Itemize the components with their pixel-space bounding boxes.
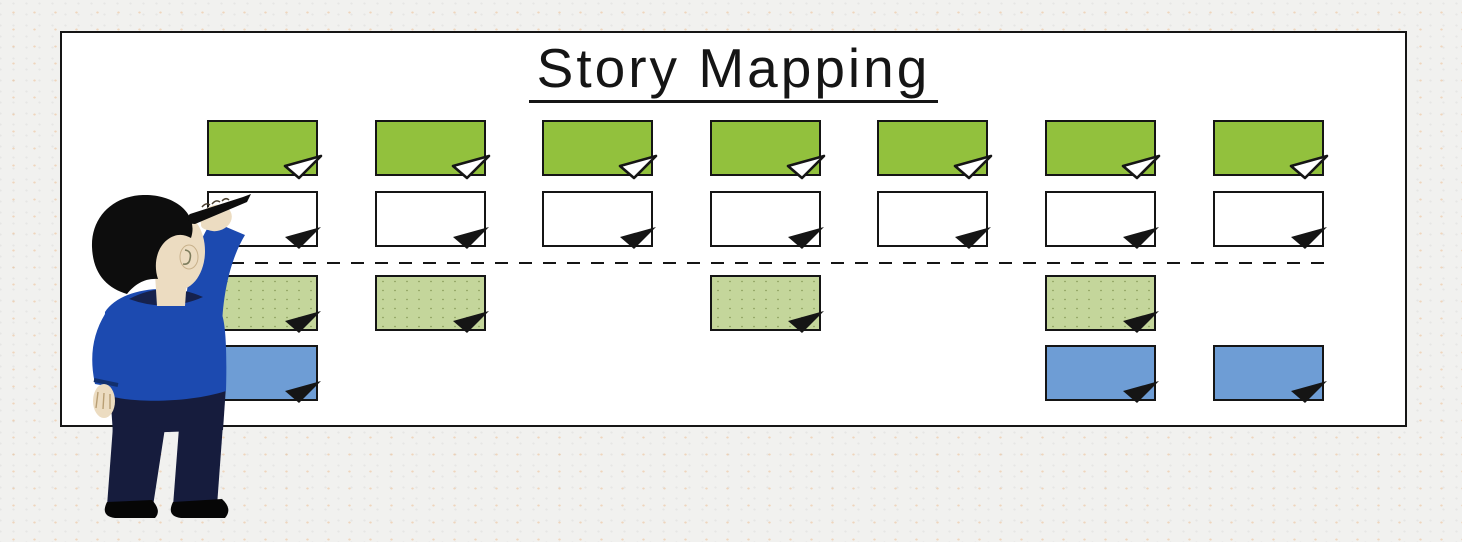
note-activities-col6 — [1045, 120, 1161, 180]
person-hair — [91, 194, 193, 294]
folded-corner-icon — [1291, 381, 1327, 403]
folded-corner-icon — [786, 154, 826, 180]
person-left-hand — [93, 384, 115, 418]
folded-corner-icon — [283, 154, 323, 180]
folded-corner-icon — [953, 154, 993, 180]
note-activities-col2 — [375, 120, 491, 180]
note-subtasks-col2 — [375, 275, 489, 333]
folded-corner-icon — [788, 311, 824, 333]
note-tasks-col4 — [710, 191, 824, 249]
folded-corner-icon — [1123, 311, 1159, 333]
folded-corner-icon — [955, 227, 991, 249]
folded-corner-icon — [451, 154, 491, 180]
note-tasks-col2 — [375, 191, 489, 249]
folded-corner-icon — [285, 311, 321, 333]
folded-corner-icon — [1123, 381, 1159, 403]
folded-corner-icon — [285, 381, 321, 403]
folded-corner-icon — [620, 227, 656, 249]
folded-corner-icon — [453, 311, 489, 333]
note-tasks-col5 — [877, 191, 991, 249]
note-activities-col7 — [1213, 120, 1329, 180]
note-tasks-col7 — [1213, 191, 1327, 249]
folded-corner-icon — [1123, 227, 1159, 249]
person-legs — [104, 386, 229, 518]
folded-corner-icon — [453, 227, 489, 249]
note-details-col6 — [1045, 345, 1159, 403]
note-details-col7 — [1213, 345, 1327, 403]
page-title-text: Story Mapping — [528, 41, 939, 103]
note-activities-col3 — [542, 120, 658, 180]
person-writing-illustration — [91, 194, 251, 518]
marker-icon — [188, 194, 251, 232]
note-tasks-col6 — [1045, 191, 1159, 249]
note-activities-col5 — [877, 120, 993, 180]
note-subtasks-col6 — [1045, 275, 1159, 333]
note-subtasks-col4 — [710, 275, 824, 333]
folded-corner-icon — [285, 227, 321, 249]
folded-corner-icon — [1291, 227, 1327, 249]
note-activities-col1 — [207, 120, 323, 180]
folded-corner-icon — [618, 154, 658, 180]
folded-corner-icon — [1121, 154, 1161, 180]
note-activities-col4 — [710, 120, 826, 180]
person-left-arm — [92, 313, 123, 388]
note-tasks-col3 — [542, 191, 656, 249]
page-title: Story Mapping — [62, 41, 1405, 103]
ear-icon — [182, 249, 192, 265]
folded-corner-icon — [788, 227, 824, 249]
folded-corner-icon — [1289, 154, 1329, 180]
timeline-separator — [207, 262, 1335, 264]
